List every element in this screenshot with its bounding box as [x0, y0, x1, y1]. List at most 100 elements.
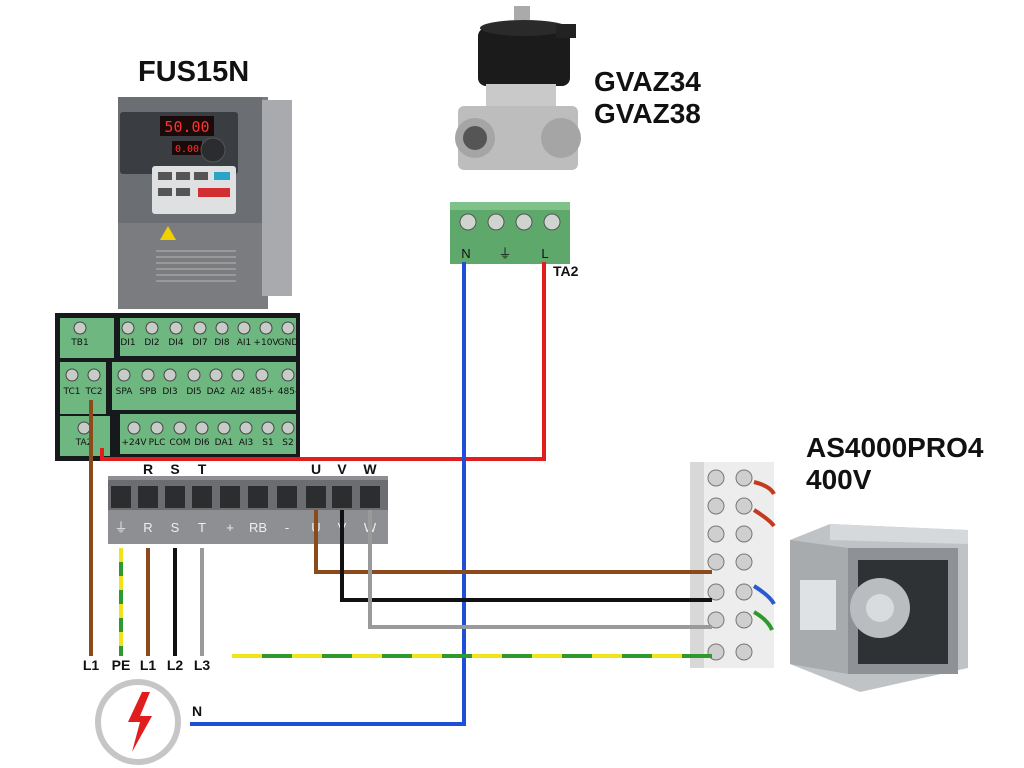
power-screw — [138, 486, 158, 508]
inverter-display-main: 50.00 — [164, 118, 209, 136]
warning-icon — [160, 226, 176, 240]
control-terminal-label: 485- — [278, 387, 298, 397]
control-terminal-label: S2 — [282, 438, 293, 448]
control-screw — [77, 421, 91, 435]
control-screw — [259, 321, 273, 335]
power-screws — [111, 486, 380, 508]
fan-screw-left — [707, 583, 725, 601]
control-screw — [195, 421, 209, 435]
control-screw — [231, 368, 245, 382]
power-bottom-label: - — [285, 520, 289, 535]
power-supply-symbol — [95, 679, 181, 765]
control-terminal-label: DI6 — [194, 438, 210, 448]
wire-blue-neutral — [190, 262, 466, 726]
lightning-icon — [128, 692, 152, 752]
power-top-label: S — [170, 461, 179, 477]
control-screw — [121, 321, 135, 335]
valve-model-line-2: GVAZ38 — [594, 98, 701, 129]
control-terminal-label: DI8 — [214, 338, 230, 348]
power-screw — [111, 486, 131, 508]
inverter-display-sub: 0.00 — [175, 144, 199, 155]
control-screw — [163, 368, 177, 382]
fan-screw-right — [735, 525, 753, 543]
fan-screw-right — [735, 643, 753, 661]
fan-screw-left — [707, 497, 725, 515]
control-terminal-label: DI7 — [192, 338, 207, 348]
power-bottom-label: RB — [249, 520, 267, 535]
supply-label-3: L1 — [140, 657, 157, 673]
power-screw — [248, 486, 268, 508]
control-terminal-label: AI1 — [237, 338, 252, 348]
control-screw — [193, 321, 207, 335]
power-screw — [220, 486, 240, 508]
control-screw — [117, 368, 131, 382]
fan-screw-right — [735, 497, 753, 515]
power-top-label: R — [143, 461, 153, 477]
fan-screw-left — [707, 611, 725, 629]
valve-screw-n — [459, 213, 477, 231]
control-terminal-label: PLC — [149, 438, 166, 448]
fan-model-line-1: AS4000PRO4 — [806, 432, 984, 463]
power-bottom-label: S — [171, 520, 180, 535]
control-terminal-label: TC2 — [85, 387, 103, 397]
control-screw — [261, 421, 275, 435]
power-top-label: W — [363, 461, 377, 477]
supply-label-4: L2 — [167, 657, 184, 673]
valve-model-line-1: GVAZ34 — [594, 66, 701, 97]
fan-screw-right — [735, 469, 753, 487]
control-terminal-label: DI1 — [120, 338, 135, 348]
control-screw — [255, 368, 269, 382]
power-bottom-label: + — [226, 520, 234, 535]
fan-screw-left — [707, 525, 725, 543]
fan-model-title: AS4000PRO4 400V — [806, 432, 983, 496]
control-terminal-label: AI2 — [231, 387, 246, 397]
valve-terminal-block: N ⏚ L — [450, 202, 570, 264]
fan-screw-right — [735, 611, 753, 629]
control-screw — [281, 368, 295, 382]
control-screw — [169, 321, 183, 335]
power-top-label: T — [198, 461, 207, 477]
control-screw — [187, 368, 201, 382]
inverter-image: 50.00 0.00 — [118, 97, 292, 309]
valve-screw-l — [543, 213, 561, 231]
control-screw — [127, 421, 141, 435]
relay-label-ta2: TA2 — [553, 263, 579, 279]
valve-label-n: N — [461, 246, 470, 261]
fan-screw-left — [707, 553, 725, 571]
power-screw — [277, 486, 297, 508]
fan-terminal-strip — [690, 462, 776, 668]
supply-label-2: PE — [112, 657, 131, 673]
control-terminal-label: GND — [278, 338, 299, 348]
wire-brown-motor — [314, 510, 712, 574]
power-screw — [360, 486, 380, 508]
control-terminal-label: DI5 — [186, 387, 201, 397]
power-screw — [306, 486, 326, 508]
valve-label-pe: ⏚ — [498, 247, 511, 262]
fan-model-line-2: 400V — [806, 464, 872, 495]
wire-black-motor — [340, 510, 712, 602]
valve-label-l: L — [541, 246, 548, 261]
supply-label-1: L1 — [83, 657, 100, 673]
wires — [89, 262, 712, 726]
control-screw — [239, 421, 253, 435]
control-terminal-label: S1 — [262, 438, 273, 448]
power-bottom-label: R — [143, 520, 152, 535]
control-screw — [237, 321, 251, 335]
valve-model-title: GVAZ34 GVAZ38 — [594, 66, 701, 130]
inverter-model-title: FUS15N — [138, 56, 250, 88]
power-top-label: U — [311, 461, 321, 477]
control-screw — [73, 321, 87, 335]
control-terminal-label: AI3 — [239, 438, 254, 448]
wire-grey-motor — [368, 510, 712, 629]
power-screw — [165, 486, 185, 508]
control-terminal-label: DI4 — [168, 338, 184, 348]
power-bottom-label: T — [198, 520, 206, 535]
fan-image — [790, 524, 968, 692]
control-terminal-label: 485+ — [250, 387, 275, 397]
control-terminal-label: COM — [169, 438, 190, 448]
control-terminal-label: DA2 — [207, 387, 226, 397]
